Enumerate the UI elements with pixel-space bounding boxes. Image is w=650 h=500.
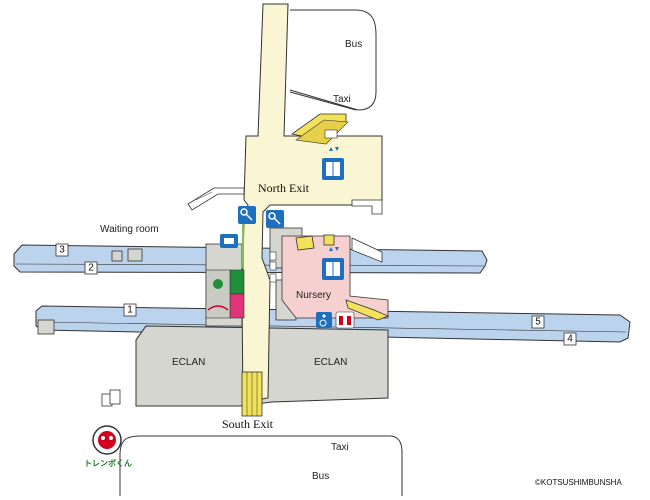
bus-label-north: Bus — [345, 39, 362, 50]
central-stair-markers — [269, 251, 277, 283]
north-stairs-left — [187, 187, 245, 211]
platform-number-3: 3 — [55, 243, 69, 257]
svg-text:2: 2 — [88, 263, 94, 274]
restroom-icon — [335, 311, 355, 329]
ticket-machine-icon — [220, 234, 238, 248]
platform-number-2: 2 — [84, 261, 98, 275]
north-stairs-right — [351, 199, 383, 215]
north-bus-terminal — [289, 9, 377, 111]
eclan-label-left: ECLAN — [172, 357, 205, 368]
south-exit-label: South Exit — [222, 417, 274, 431]
eclan-label-right: ECLAN — [314, 357, 347, 368]
platform-number-5: 5 — [531, 315, 545, 329]
platform-number-1: 1 — [123, 303, 137, 317]
mascot-icon — [92, 425, 122, 455]
south-stairs — [241, 371, 263, 417]
ticket-gate-icon — [266, 210, 284, 228]
waiting-room-label: Waiting room — [100, 224, 159, 235]
svg-text:3: 3 — [59, 245, 65, 256]
north-exit-label: North Exit — [258, 181, 310, 195]
elevator-icon — [322, 147, 344, 180]
kiosk — [205, 269, 245, 319]
south-bus-terminal — [119, 435, 403, 496]
copyright-label: ©KOTSUSHIMBUNSHA — [535, 478, 622, 487]
ticket-gate-icon — [238, 206, 256, 224]
mascot-label: トレンポくん — [84, 458, 132, 468]
platform-stairs-yellow — [295, 234, 335, 251]
north-escalator — [291, 113, 349, 145]
wheelchair-icon — [316, 312, 332, 328]
nursery-label: Nursery — [296, 290, 331, 301]
svg-text:1: 1 — [127, 305, 133, 316]
taxi-label-north: Taxi — [333, 94, 351, 105]
elevator-icon — [322, 247, 344, 280]
platform-number-4: 4 — [563, 332, 577, 346]
south-small-structure — [101, 389, 121, 407]
svg-text:4: 4 — [567, 334, 573, 345]
taxi-label-south: Taxi — [331, 442, 349, 453]
east-stairs — [345, 237, 390, 321]
bus-label-south: Bus — [312, 471, 329, 482]
platform-lower — [35, 305, 631, 343]
svg-text:5: 5 — [535, 317, 541, 328]
waiting-room — [111, 248, 143, 262]
